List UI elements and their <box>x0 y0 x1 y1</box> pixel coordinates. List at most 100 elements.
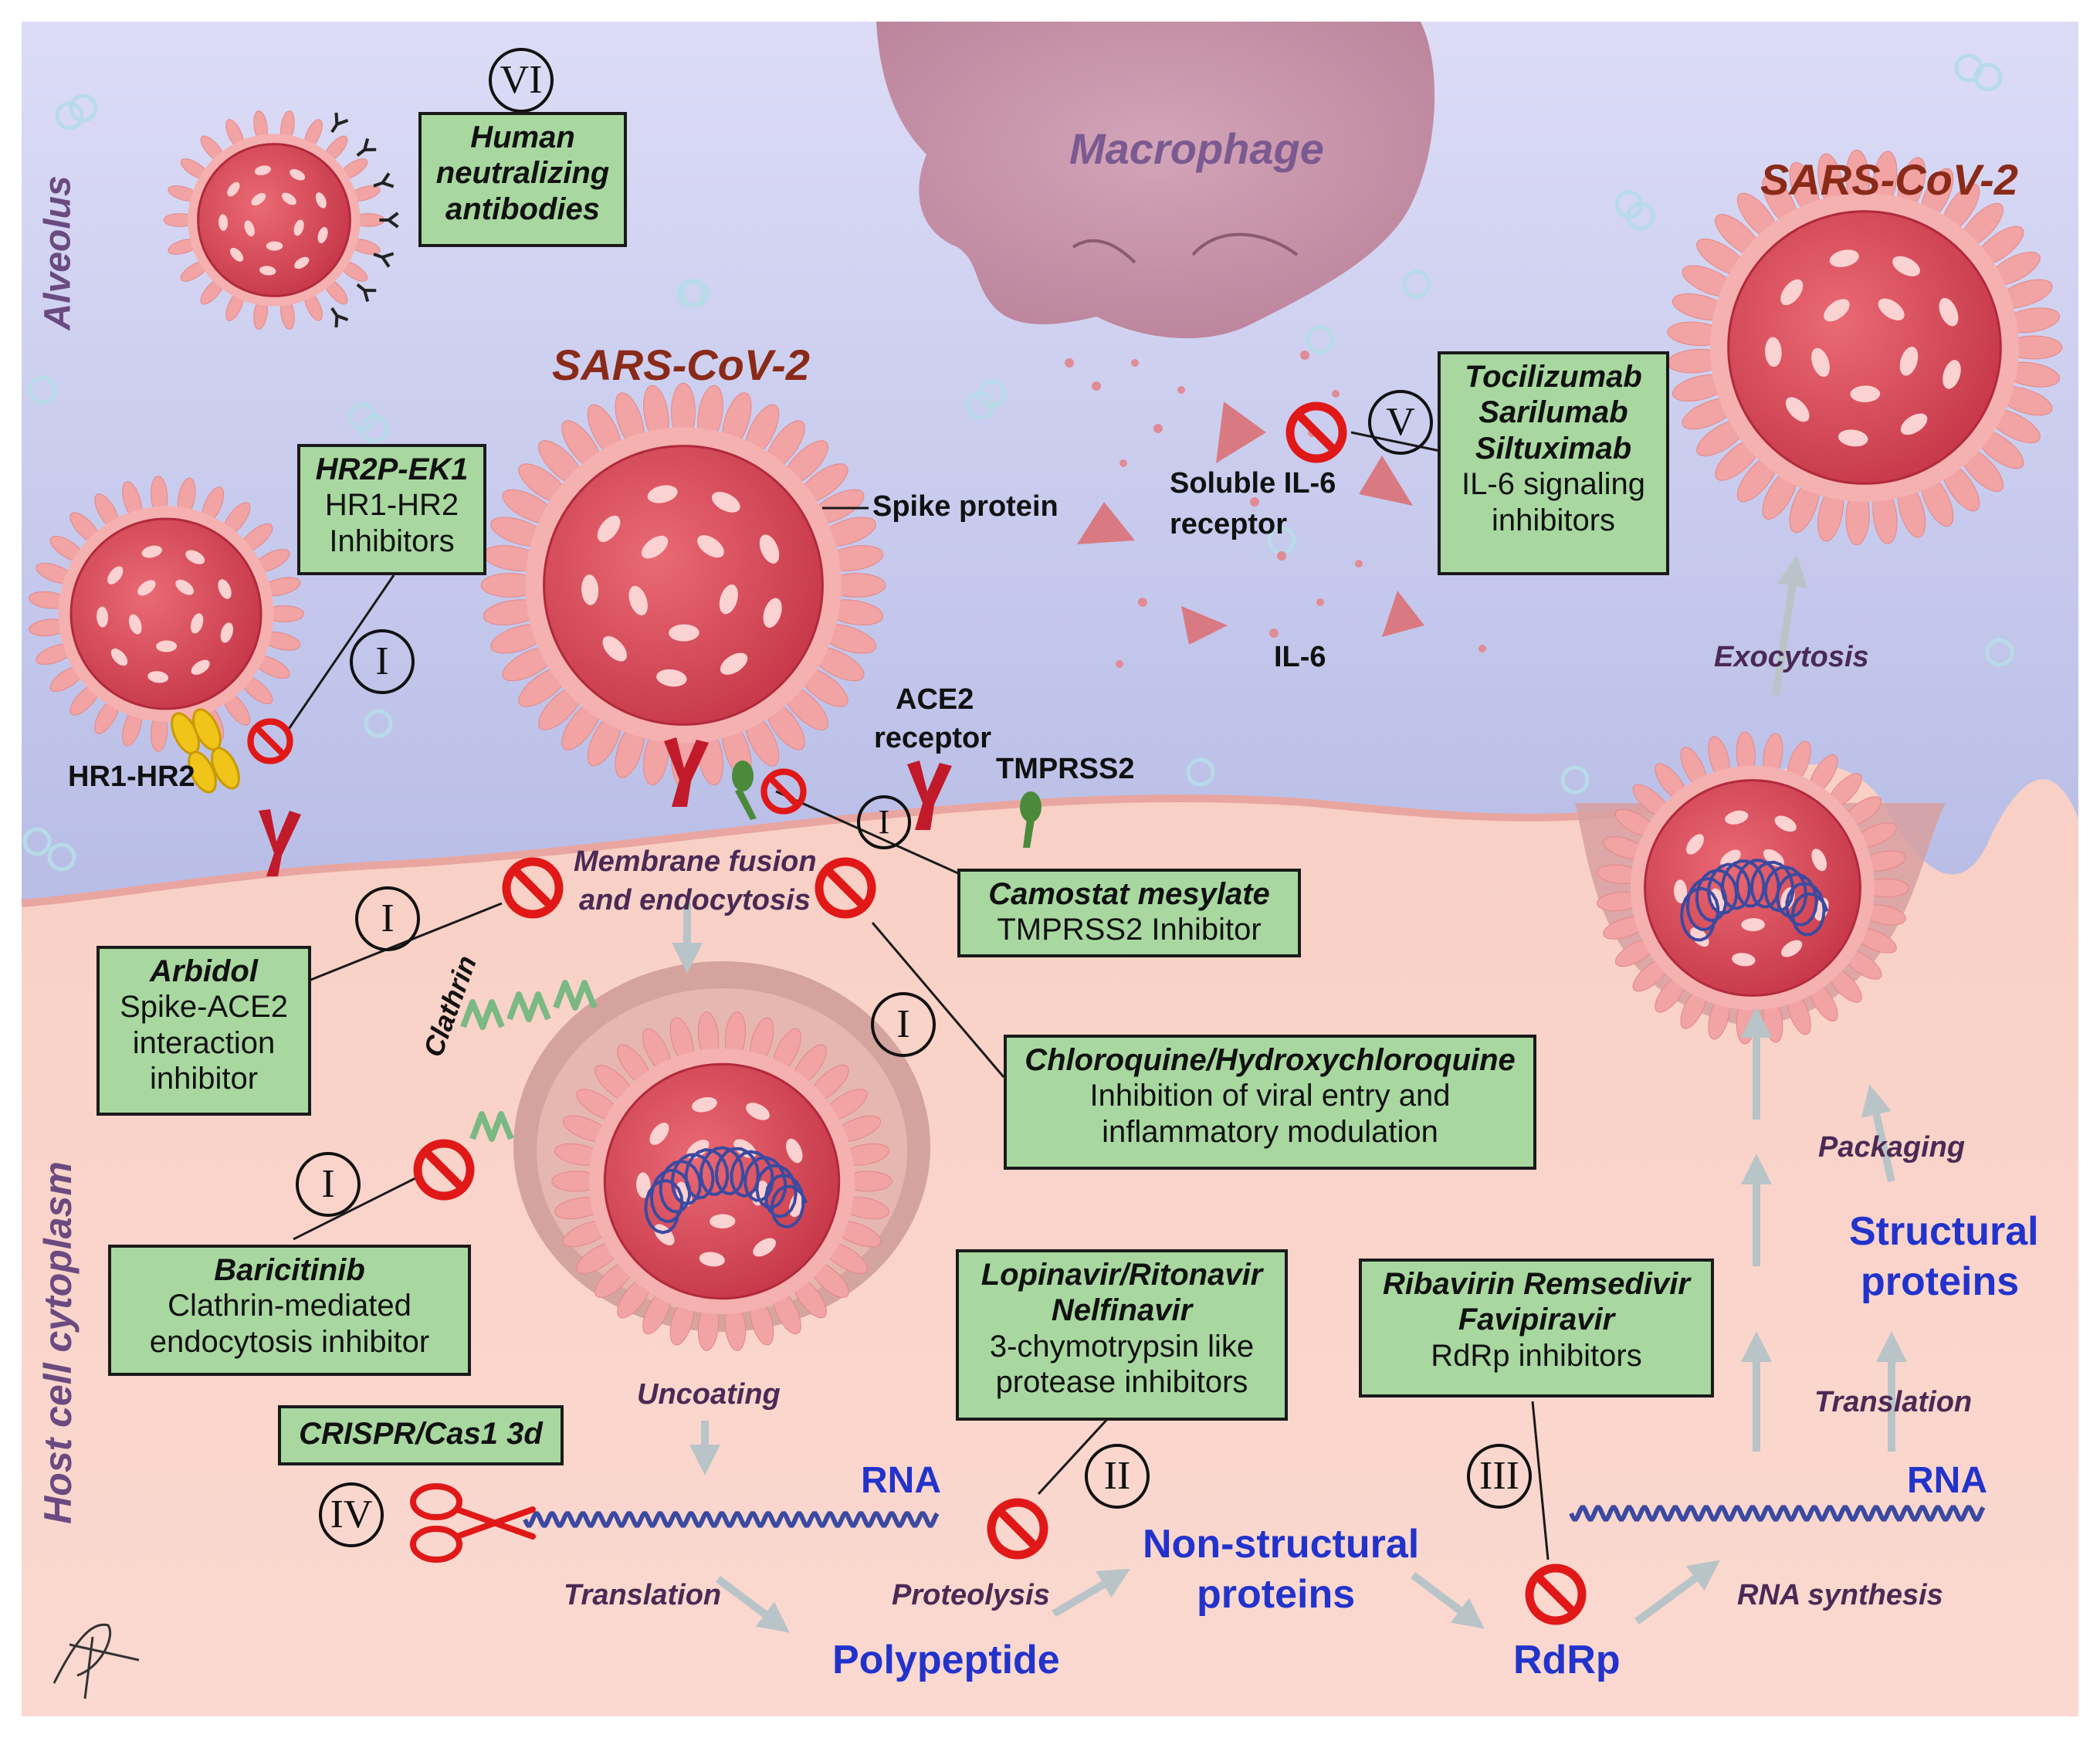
marker-i-arbidol: I <box>355 886 420 951</box>
il6-line4: IL-6 signaling <box>1462 467 1645 502</box>
translation-right-label: Translation <box>1814 1386 1973 1418</box>
alveolar-particles <box>22 53 2014 872</box>
arbidol-line3: interaction <box>132 1025 276 1060</box>
lopinavir-name1: Lopinavir/Ritonavir <box>981 1258 1263 1292</box>
crispr-name: CRISPR/Cas1 3d <box>299 1417 543 1451</box>
marker-i-chloroquine: I <box>871 992 936 1057</box>
il6-name1: Tocilizumab <box>1465 360 1642 394</box>
il6-label: IL-6 <box>1274 641 1326 673</box>
flow-arrows <box>672 555 1907 1633</box>
ace2-label-line2: receptor <box>874 722 992 754</box>
alveolus-label: Alveolus <box>37 175 79 330</box>
rna-right-label: RNA <box>1907 1460 1987 1501</box>
rdrp-label: RdRp <box>1513 1638 1621 1682</box>
packaging-label: Packaging <box>1818 1131 1966 1164</box>
tmprss2-label: TMPRSS2 <box>996 753 1135 785</box>
sars-cov2-title-center: SARS-CoV-2 <box>552 340 810 389</box>
nonstructural-label-line1: Non-structural <box>1143 1522 1420 1567</box>
clathrin-coat <box>460 980 598 1142</box>
tmprss2-center <box>732 761 757 820</box>
translation-left-label: Translation <box>564 1579 722 1611</box>
marker-i-hr: I <box>350 629 415 694</box>
rna-synthesis-label: RNA synthesis <box>1737 1579 1943 1611</box>
antibodies-line1: Human <box>470 120 575 154</box>
lopinavir-name2: Nelfinavir <box>1051 1293 1193 1328</box>
ace2-label-line1: ACE2 <box>896 683 974 716</box>
ace2-receptor-left <box>259 809 301 876</box>
virus-center <box>480 382 886 788</box>
camostat-line2: TMPRSS2 Inhibitor <box>997 913 1262 947</box>
soluble-il6-label-line2: receptor <box>1170 508 1288 540</box>
ribavirin-name1: Ribavirin Remsedivir <box>1383 1267 1690 1301</box>
antibody-icon <box>330 112 349 134</box>
chloroquine-name: Chloroquine/Hydroxychloroquine <box>1025 1043 1516 1077</box>
ribavirin-name2: Favipiravir <box>1458 1303 1615 1337</box>
rna-left-label: RNA <box>861 1460 941 1501</box>
virus-layer <box>29 110 2063 788</box>
rna-strand-right <box>1569 1505 1986 1522</box>
hr1-hr2-protein <box>171 708 240 794</box>
polypeptide-label: Polypeptide <box>832 1638 1060 1682</box>
structural-label-line1: Structural <box>1849 1209 2039 1254</box>
il6-name2: Sarilumab <box>1478 395 1628 430</box>
tmprss2-right <box>1020 791 1042 848</box>
baricitinib-line3: endocytosis inhibitor <box>149 1324 430 1359</box>
camostat-name: Camostat mesylate <box>988 877 1270 911</box>
baricitinib-line2: Clathrin-mediated <box>168 1289 412 1323</box>
drugbox-il6: Tocilizumab Sarilumab Siltuximab IL-6 si… <box>1438 351 1669 575</box>
macrophage-fold <box>1191 232 1299 256</box>
antibodies-line2: neutralizing <box>435 156 610 191</box>
marker-iv: IV <box>319 1482 384 1547</box>
drugbox-lopinavir: Lopinavir/Ritonavir Nelfinavir 3-chymotr… <box>956 1249 1288 1421</box>
proteolysis-label: Proteolysis <box>892 1579 1050 1611</box>
antibody-icon <box>356 283 377 302</box>
arbidol-name: Arbidol <box>150 954 258 988</box>
antibody-icon <box>330 307 349 328</box>
membrane-fusion-label-line2: and endocytosis <box>579 884 811 916</box>
macrophage-shape <box>876 22 1435 339</box>
hr1-hr2-label: HR1-HR2 <box>68 761 195 793</box>
drugbox-baricitinib: Baricitinib Clathrin-mediated endocytosi… <box>108 1245 471 1376</box>
drugbox-camostat: Camostat mesylate TMPRSS2 Inhibitor <box>957 869 1301 957</box>
ace2-receptor-center <box>664 737 709 807</box>
lopinavir-line4: protease inhibitors <box>995 1365 1248 1400</box>
lopinavir-line3: 3-chymotrypsin like <box>989 1329 1255 1364</box>
nonstructural-label-line2: proteins <box>1197 1572 1356 1617</box>
ribavirin-line3: RdRp inhibitors <box>1431 1338 1642 1373</box>
marker-ii: II <box>1085 1444 1150 1509</box>
virus-in-endosome <box>551 1011 892 1351</box>
membrane-fusion-label-line1: Membrane fusion <box>574 845 817 878</box>
antibodies-line3: antibodies <box>445 191 601 226</box>
macrophage-label: Macrophage <box>1069 124 1324 173</box>
rna-strand-left <box>523 1511 940 1528</box>
drugbox-antibodies: Human neutralizing antibodies <box>418 112 627 247</box>
il6-molecules <box>1077 401 1424 645</box>
hr2p-line3: Inhibitors <box>329 523 455 558</box>
marker-i-camostat: I <box>857 795 911 849</box>
il6-name3: Siltuximab <box>1475 431 1632 466</box>
virus-antibody-bound <box>163 110 399 330</box>
arbidol-line2: Spike-ACE2 <box>120 990 288 1025</box>
drugbox-arbidol: Arbidol Spike-ACE2 interaction inhibitor <box>97 946 311 1116</box>
hr2p-line2: HR1-HR2 <box>324 488 459 523</box>
macrophage-fold <box>1072 239 1136 264</box>
drugbox-hr2p: HR2P-EK1 HR1-HR2 Inhibitors <box>297 444 486 575</box>
artist-signature <box>52 1623 140 1699</box>
hr2p-name: HR2P-EK1 <box>315 452 469 486</box>
soluble-il6-label-line1: Soluble IL-6 <box>1170 467 1336 500</box>
marker-i-baricitinib: I <box>296 1152 361 1217</box>
exocytosis-label: Exocytosis <box>1714 641 1869 673</box>
scissors-icon <box>410 1483 536 1563</box>
drugbox-chloroquine: Chloroquine/Hydroxychloroquine Inhibitio… <box>1004 1035 1536 1170</box>
sars-cov2-title-right: SARS-CoV-2 <box>1760 155 2018 204</box>
endosome-virus <box>551 1011 892 1351</box>
chloroquine-line3: inflammatory modulation <box>1102 1114 1438 1149</box>
antibody-icon <box>356 138 377 157</box>
arbidol-line4: inhibitor <box>149 1062 259 1096</box>
baricitinib-name: Baricitinib <box>214 1253 365 1287</box>
antibody-icon <box>373 252 395 268</box>
structural-label-line2: proteins <box>1861 1259 2020 1304</box>
marker-v: V <box>1368 390 1433 455</box>
virus-hr-fusion <box>29 476 304 752</box>
antibody-icon <box>373 172 395 188</box>
